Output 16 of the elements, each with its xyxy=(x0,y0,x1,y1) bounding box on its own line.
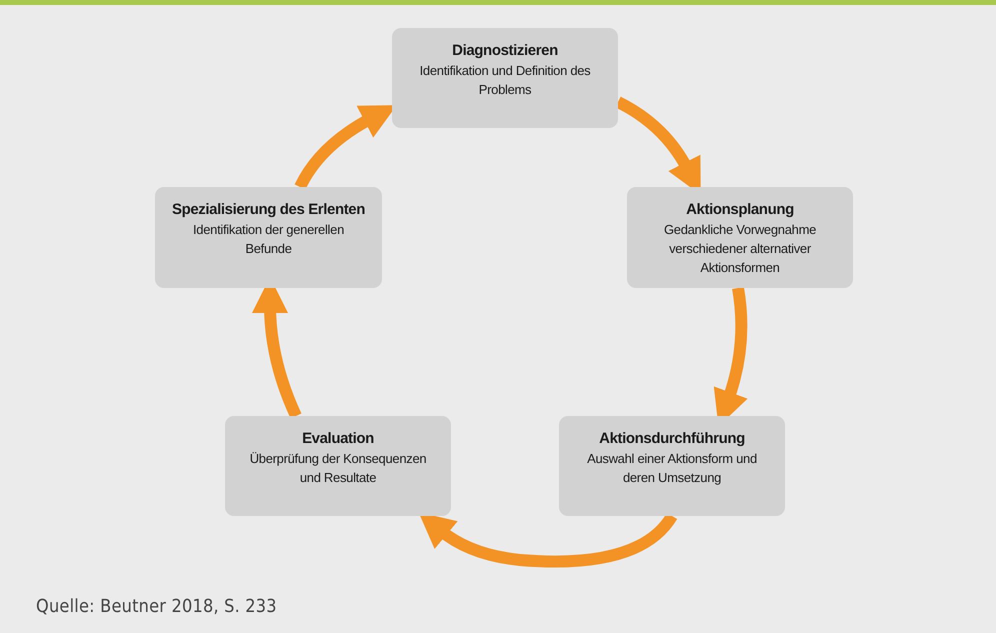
box-description: Identifikation der generellen Befunde xyxy=(192,221,346,258)
box-heading: Spezialisierung des Erlenten xyxy=(172,200,366,220)
box-heading: Aktionsdurchführung xyxy=(599,429,745,449)
box-description: Auswahl einer Aktionsform und deren Umsetzung xyxy=(586,450,758,487)
source-caption: Quelle: Beutner 2018, S. 233 xyxy=(36,596,277,617)
process-box xyxy=(559,416,785,516)
box-heading: Diagnostizieren xyxy=(452,41,558,61)
box-description: Identifikation und Definition des Problems xyxy=(418,62,592,99)
process-box xyxy=(627,187,853,288)
process-box xyxy=(155,187,382,288)
box-heading: Evaluation xyxy=(302,429,374,449)
box-heading: Aktionsplanung xyxy=(686,200,794,220)
box-description: Überprüfung der Konsequenzen und Resultate xyxy=(248,450,428,487)
process-box xyxy=(225,416,451,516)
process-box xyxy=(392,28,618,128)
box-description: Gedankliche Vorwegnahme verschiedener alternativer Aktionsformen xyxy=(662,221,818,277)
